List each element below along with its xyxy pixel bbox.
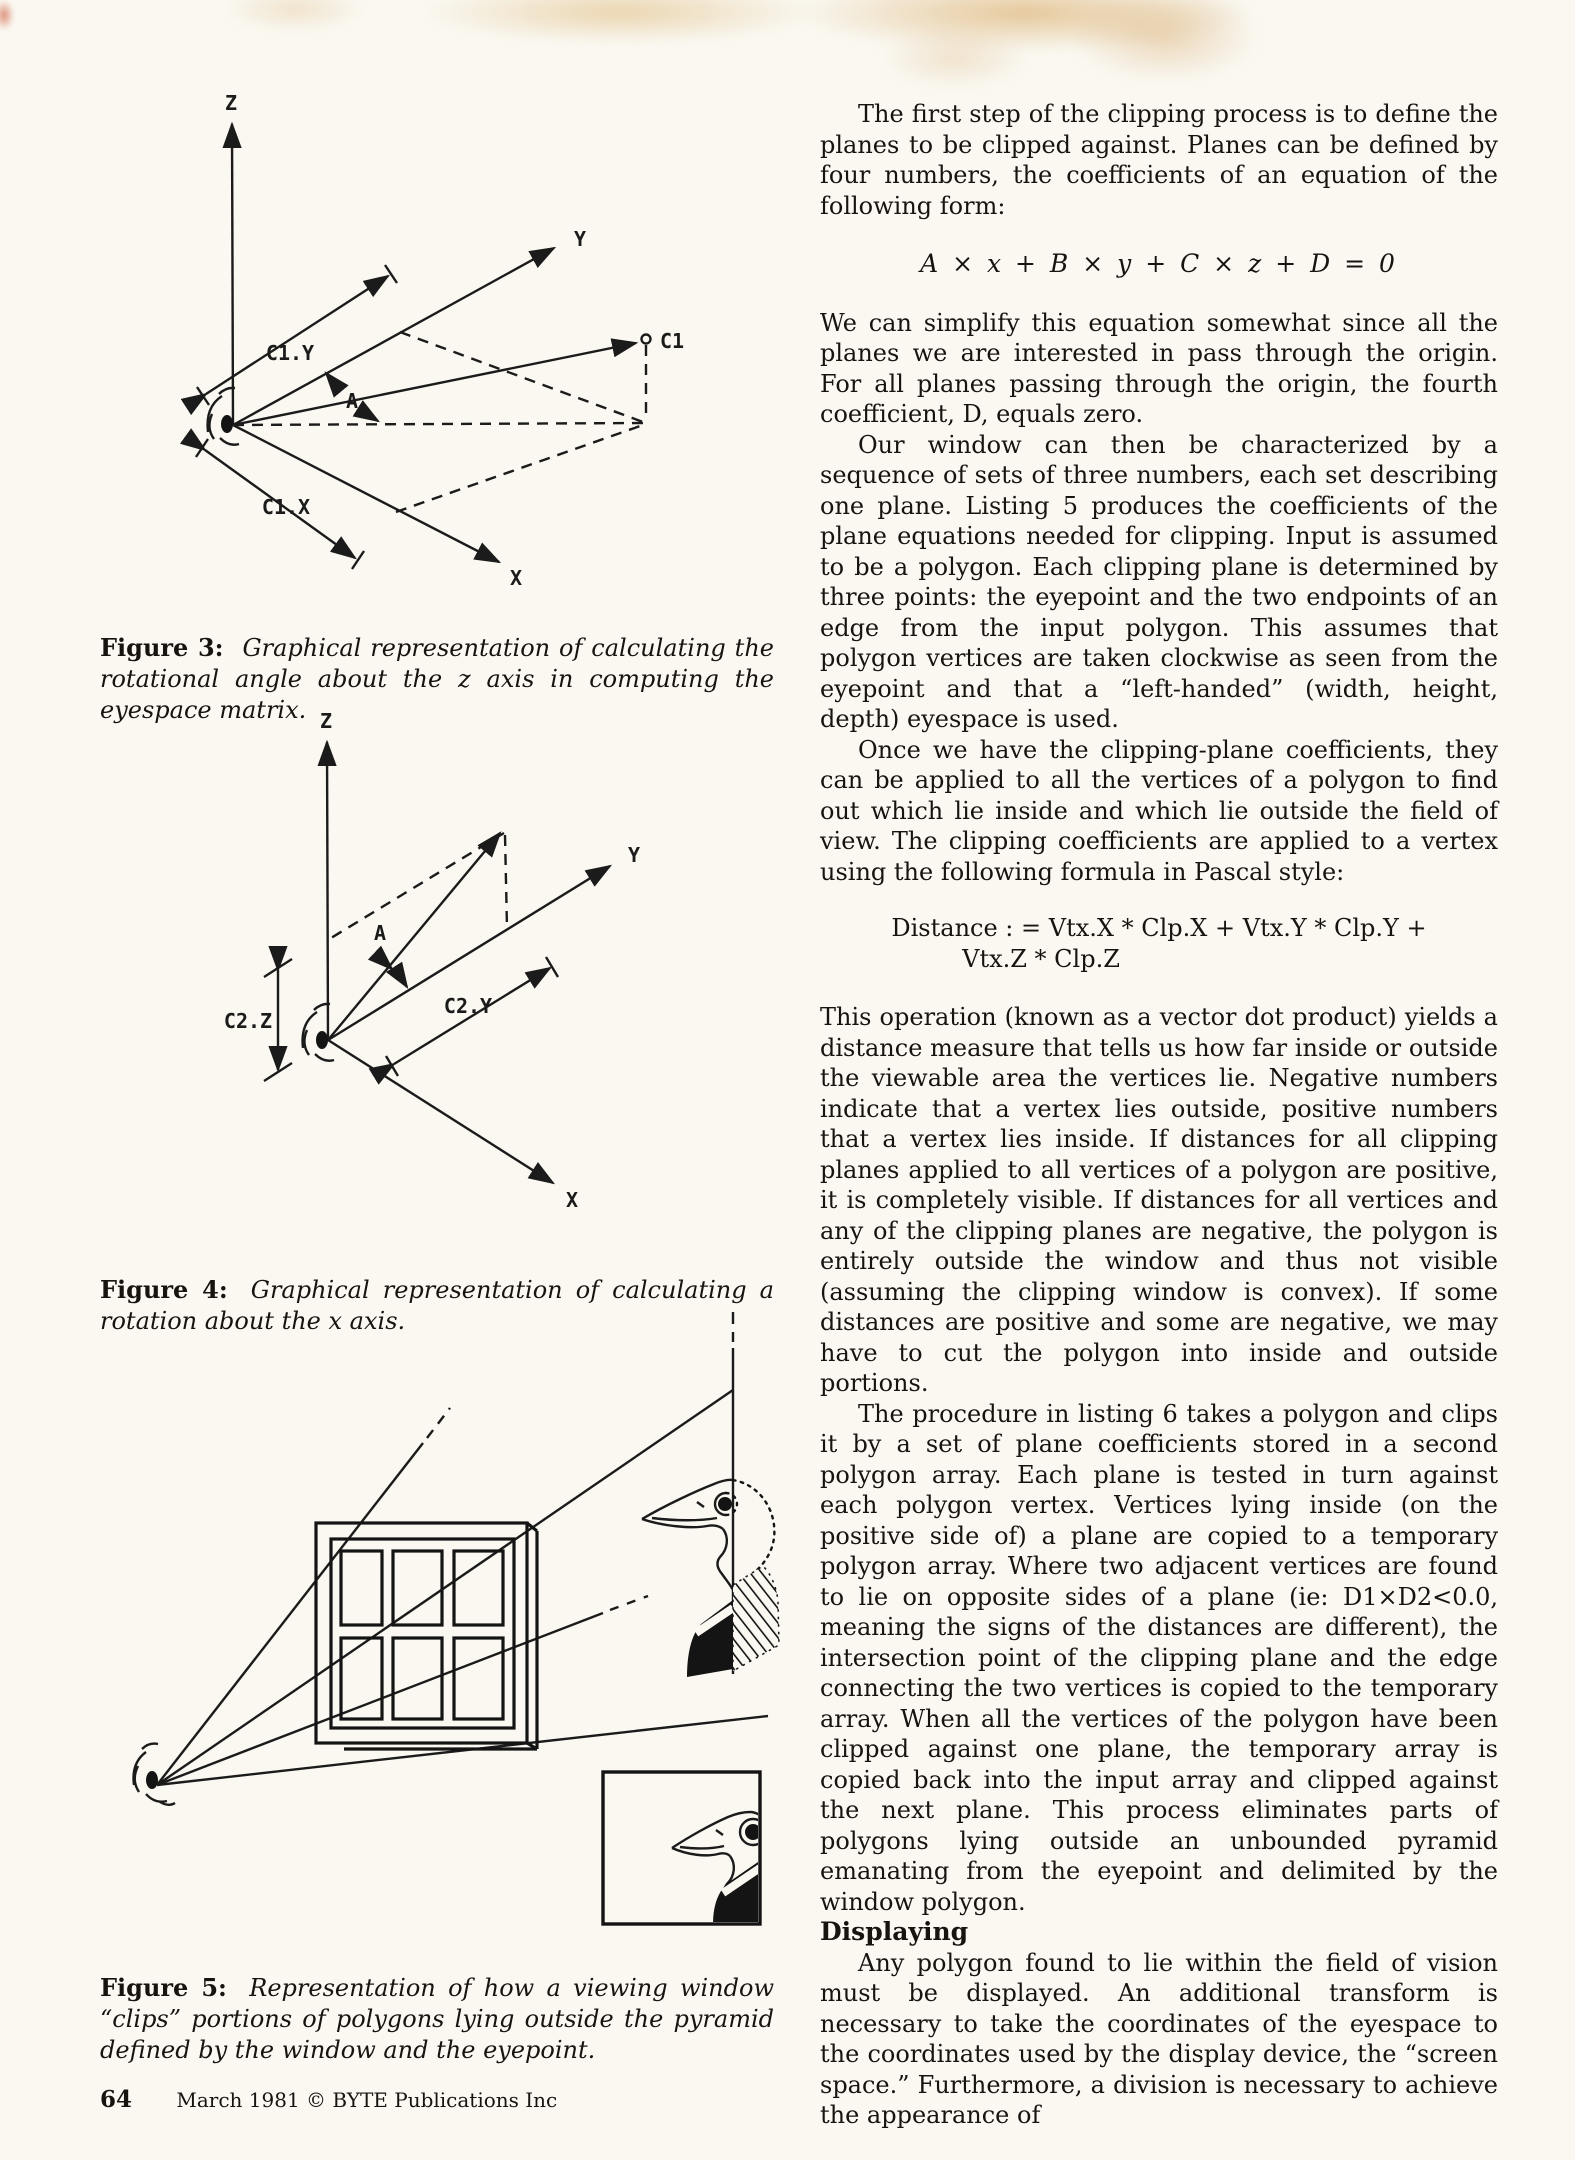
bird-collar-band	[693, 1604, 736, 1637]
ray-top-dashed	[426, 1407, 451, 1439]
scan-stain	[1070, 0, 1260, 82]
window-outer-frame	[314, 1521, 529, 1745]
body-paragraph: This operation (known as a vector dot pr…	[820, 1003, 1498, 1397]
fig4-label-x: X	[566, 1188, 578, 1212]
x-axis	[232, 423, 502, 564]
c1-point	[640, 333, 652, 345]
scan-stain	[790, 0, 1260, 52]
figure5-caption: Figure 5: Representation of how a viewin…	[100, 1972, 774, 2066]
figure5-caption-label: Figure 5:	[100, 1973, 227, 2002]
bird-head-back-clipped	[731, 1478, 776, 1580]
fig3-label-c1: C1	[660, 329, 684, 353]
bird-mouth-line	[651, 1516, 718, 1522]
fig4-angle-arc	[367, 945, 409, 990]
figure3-diagram: Z Y X C1 C1.Y C1.X A	[179, 91, 684, 590]
fig4-label-y: Y	[628, 843, 640, 867]
ray-mid-dashed	[609, 1594, 649, 1612]
scan-stain	[225, 0, 365, 32]
y-axis	[232, 246, 557, 427]
eye-origin-sketch	[301, 1002, 335, 1062]
fig3-label-c1x: C1.X	[262, 495, 310, 519]
z-axis	[222, 121, 242, 426]
bird-eye-ring-clipped	[724, 1491, 739, 1517]
distance-formula-line2: Vtx.Z * Clp.Z	[962, 944, 1120, 973]
fig4-label-c2y: C2.Y	[444, 994, 492, 1018]
body-paragraph: Any polygon found to lie within the fiel…	[820, 1948, 1498, 2130]
fig4-vector-c2	[327, 831, 502, 1041]
figure4-diagram: Z Y X C2.Z C2.Y A	[224, 709, 640, 1212]
plane-equation: A × x + B × y + C × z + D = 0	[920, 249, 1398, 278]
fig4-label-z: Z	[320, 709, 332, 733]
section-heading-displaying: Displaying	[820, 1917, 969, 1946]
fig4-construction-dashed	[330, 831, 509, 940]
ray-upper	[156, 1389, 734, 1786]
window-inner-frame	[329, 1537, 516, 1730]
body-paragraph: Our window can then be characterized by …	[820, 430, 1498, 734]
inset-bird	[671, 1810, 758, 1922]
scan-stain-red	[0, 0, 14, 30]
page-number: 64	[100, 2086, 133, 2113]
figure3-caption-text: Graphical representation of calculating …	[100, 634, 774, 724]
scan-stain	[420, 0, 820, 44]
fig3-label-a: A	[346, 389, 358, 413]
bird-eye-pupil	[718, 1497, 732, 1511]
fig3-label-x: X	[510, 566, 522, 590]
publication-credit: March 1981 © BYTE Publications Inc	[176, 2088, 558, 2112]
fig3-label-z: Z	[225, 91, 237, 115]
clipped-result-inset	[601, 1770, 762, 1926]
window-panes	[339, 1549, 505, 1721]
eye-origin-sketch	[206, 386, 240, 446]
fig4-dimension-c2z	[263, 946, 293, 1083]
fig4-label-a: A	[374, 921, 386, 945]
eyepoint-sketch	[132, 1742, 176, 1806]
figure3-caption-label: Figure 3:	[100, 633, 224, 662]
figure4-caption-text: Graphical representation of calculating …	[100, 1276, 774, 1335]
body-paragraph: The procedure in listing 6 takes a polyg…	[820, 1399, 1498, 1916]
body-paragraph: Once we have the clipping-plane coeffici…	[820, 735, 1498, 886]
ray-mid	[156, 1611, 604, 1787]
fig4-axes	[317, 739, 613, 1185]
bird-jaw-neck	[716, 1528, 735, 1591]
body-paragraph: We can simplify this equation somewhat s…	[820, 308, 1498, 429]
figure3-caption: Figure 3: Graphical representation of ca…	[100, 632, 774, 726]
figure5-illustration	[132, 1312, 780, 1926]
viewing-window	[314, 1521, 539, 1751]
fig4-dimension-c2y	[368, 956, 560, 1085]
fig3-dimension-c1y	[180, 264, 398, 416]
scan-stain	[880, 28, 1030, 88]
x-axis	[327, 1038, 556, 1185]
bird-shoulder-hatched-clipped	[732, 1565, 780, 1673]
body-paragraph: The first step of the clipping process i…	[820, 100, 1498, 220]
article-text-column: The first step of the clipping process i…	[820, 99, 1498, 2131]
fig3-angle-a	[324, 371, 381, 423]
eye-pupil	[316, 1031, 328, 1049]
fig3-dimension-c1x	[179, 428, 365, 570]
figure4-caption-label: Figure 4:	[100, 1275, 228, 1304]
bird-figure	[641, 1478, 780, 1677]
figure5-caption-text: Representation of how a viewing window “…	[100, 1974, 774, 2064]
bird-nostril	[696, 1501, 705, 1508]
fig3-construction-dashed	[232, 330, 648, 514]
bird-beak-bottom	[641, 1517, 724, 1530]
sight-rays	[156, 1389, 769, 1787]
z-axis	[317, 739, 337, 1041]
eye-pupil	[221, 415, 233, 433]
fig4-label-c2z: C2.Z	[224, 1009, 272, 1033]
bird-eye-ring	[713, 1491, 727, 1517]
distance-formula-line1: Distance : = Vtx.X * Clp.X + Vtx.Y * Clp…	[891, 914, 1427, 942]
fig3-label-y: Y	[574, 227, 586, 251]
distance-formula: Distance : = Vtx.X * Clp.X + Vtx.Y * Clp…	[820, 913, 1498, 974]
figure4-caption: Figure 4: Graphical representation of ca…	[100, 1274, 774, 1337]
fig3-label-c1y: C1.Y	[266, 341, 314, 365]
page-footer: 64 March 1981 © BYTE Publications Inc	[100, 2086, 557, 2113]
ray-top	[156, 1442, 424, 1786]
bird-beak-top	[641, 1478, 734, 1521]
eye-pupil	[146, 1771, 158, 1789]
